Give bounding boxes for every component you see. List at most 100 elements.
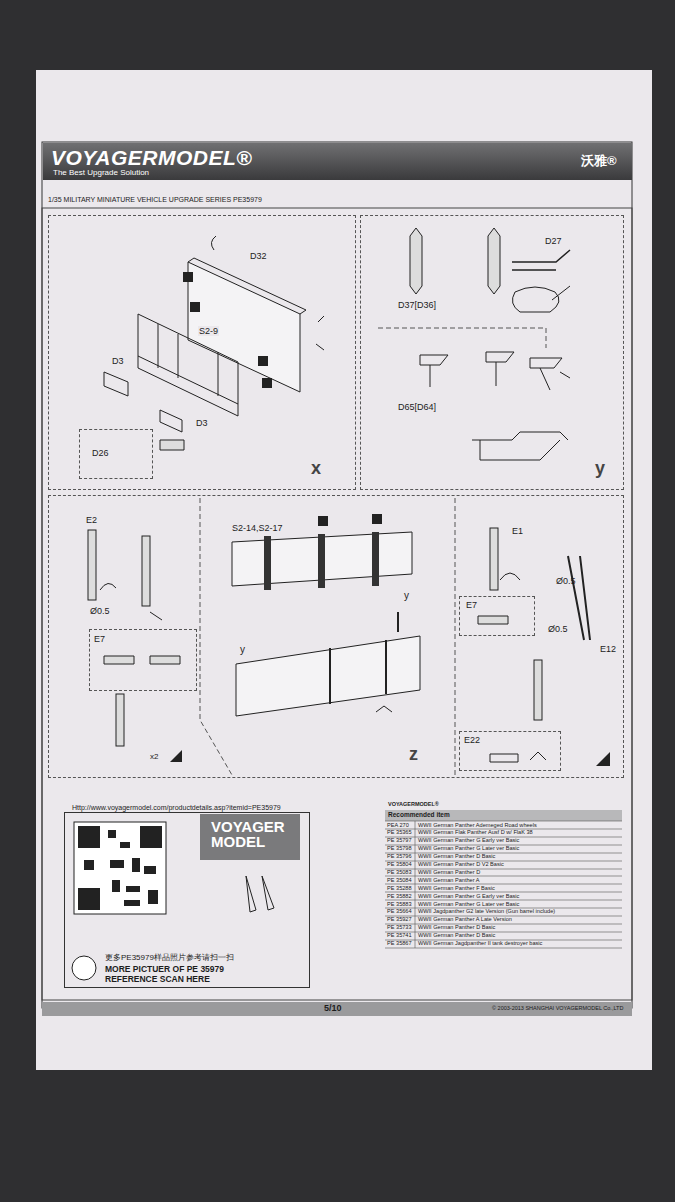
table-name-cell: WWII German Panther G Later ver Basic <box>418 845 519 852</box>
table-name-cell: WWII German Panther D Basic <box>418 853 495 860</box>
arrow-icon <box>246 876 274 912</box>
node-text: Recommended item <box>388 811 450 818</box>
detail-inset: D26 <box>79 429 153 479</box>
qr-code <box>74 822 166 914</box>
callout-label: S2-14,S2-17 <box>232 523 283 533</box>
table-code-cell: PE 35927 <box>387 916 412 923</box>
qr-box: VOYAGER MODEL更多PE35979样品照片参考请扫一扫MORE PIC… <box>64 812 310 988</box>
table-code-cell: PE 35084 <box>387 877 412 884</box>
node-text: 沃雅® <box>581 154 617 169</box>
bracket-s2-9 <box>138 314 238 404</box>
table-name-cell: WWII German Panther D V2 Basic <box>418 861 504 868</box>
hinge <box>530 358 570 390</box>
wire <box>500 573 520 580</box>
divider-line <box>378 328 546 348</box>
fold-icon <box>262 378 272 388</box>
header-bar: VOYAGERMODEL®The Best Upgrade Solution沃雅… <box>43 143 632 180</box>
detail-inset: E7 <box>89 629 197 691</box>
fold-icon <box>596 752 610 766</box>
strap <box>534 660 542 720</box>
strap <box>116 694 124 746</box>
qr-pattern <box>78 826 162 910</box>
table-code-cell: PE 35804 <box>387 861 412 868</box>
step-panel: xD26 <box>48 215 356 490</box>
table-code-cell: PE 35365 <box>387 829 412 836</box>
hinge <box>486 352 514 386</box>
hinge-assembled <box>472 432 568 460</box>
divider-line <box>200 498 455 775</box>
fold-icon <box>170 750 182 762</box>
wire <box>211 236 324 350</box>
part-e7 <box>104 656 180 664</box>
callout-label: y <box>240 644 245 656</box>
part-d26 <box>160 440 184 450</box>
table-name-cell: WWII German Panther Ademeged Road wheels <box>418 822 537 829</box>
plate-assembled <box>236 636 420 716</box>
node-title: VOYAGERMODEL® <box>388 801 439 807</box>
mascot <box>72 956 96 980</box>
hinge <box>420 355 448 387</box>
bracket <box>376 706 392 712</box>
table-name-cell: WWII German Panther A Late Version <box>418 916 512 923</box>
callout-label: S2-9 <box>198 326 219 336</box>
callout-label: © 2003-2013 SHANGHAI VOYAGERMODEL Co.,LT… <box>492 1005 623 1011</box>
table-name-cell: WWII German Panther D Basic <box>418 932 495 939</box>
detail-inset: E7 <box>459 596 535 636</box>
callout-label: D27 <box>545 236 562 246</box>
strap-e2 <box>88 530 96 600</box>
callout-label: Ø0.5 <box>548 624 568 634</box>
table-name-cell: WWII German Jagdpanther II tank destroye… <box>418 940 542 947</box>
table-code-cell: PE 35867 <box>387 940 412 947</box>
callout-label: D3 <box>112 356 124 366</box>
latch-d27 <box>512 250 570 270</box>
plate-edge <box>188 258 306 314</box>
strap-e2 <box>142 536 150 606</box>
callout-label: D37[D36] <box>398 300 436 310</box>
table-name-cell: WWII German Panther A <box>418 877 480 884</box>
callout-label: D32 <box>250 251 267 261</box>
part-e22 <box>490 752 546 762</box>
table-name-cell: WWII German Panther D <box>418 869 480 876</box>
table-name-cell: WWII German Panther G Later ver Basic <box>418 901 519 908</box>
table-name-cell: WWII German Panther D Basic <box>418 924 495 931</box>
table-code-cell: PE 35883 <box>387 901 412 908</box>
fold-icon <box>372 514 382 524</box>
table-grid <box>385 821 622 948</box>
page-frame <box>42 142 632 1008</box>
strap <box>264 536 271 590</box>
callout-label: D65[D64] <box>398 402 436 412</box>
table-code-cell: PE 35797 <box>387 837 412 844</box>
node-title: VOYAGER MODEL <box>211 819 307 849</box>
latch-d27 <box>512 286 570 312</box>
table-code-cell: PE 35741 <box>387 932 412 939</box>
node-text: The Best Upgrade Solution <box>53 168 149 177</box>
fold-icon <box>318 516 328 526</box>
table-code-cell: PE 35083 <box>387 869 412 876</box>
table-name-cell: WWII Jagdpanther G2 late Version (Gun ba… <box>418 908 555 915</box>
callout-label: Ø0.5 <box>556 576 576 586</box>
callout-label: y <box>404 590 409 602</box>
fold-icon <box>258 356 268 366</box>
table-name-cell: WWII German Panther G Early ver Basic <box>418 837 519 844</box>
paper-sheet <box>36 70 652 1070</box>
strap <box>372 532 379 586</box>
table-code-cell: PEA 270 <box>387 822 409 829</box>
step-panel: y <box>360 215 624 490</box>
part-e7 <box>478 616 508 624</box>
table-code-cell: PE 35798 <box>387 845 412 852</box>
strap <box>318 534 325 588</box>
table-code-cell: PE 35288 <box>387 885 412 892</box>
content-frame <box>42 208 632 1000</box>
table-code-cell: PE 35664 <box>387 908 412 915</box>
callout-label: E2 <box>86 515 97 525</box>
node-title: D26 <box>92 448 109 458</box>
tab-d3 <box>104 372 182 432</box>
callout-label: 5/10 <box>324 1003 342 1013</box>
detail-inset: E22 <box>459 731 561 771</box>
fold-icon <box>183 272 193 282</box>
fold-icon <box>190 302 200 312</box>
footer-band <box>42 1002 632 1016</box>
node-text: 更多PE35979样品照片参考请扫一扫 <box>105 953 234 962</box>
